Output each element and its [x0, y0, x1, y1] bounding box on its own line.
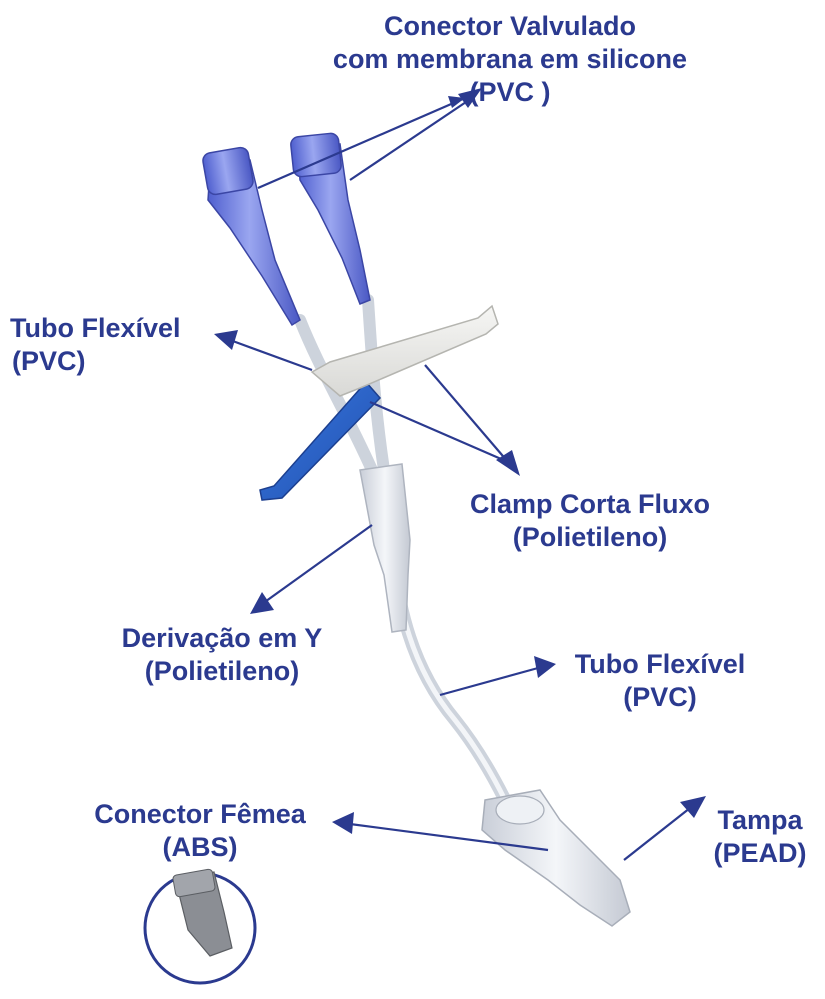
label-cap-line1: Tampa: [700, 804, 820, 837]
label-y-branch: Derivação em Y (Polietileno): [92, 622, 352, 688]
label-flow-clamp-line1: Clamp Corta Fluxo: [440, 488, 740, 521]
arrow-valved-left: [258, 98, 465, 188]
label-flexible-tube-bottom: Tubo Flexível (PVC): [550, 648, 770, 714]
arrow-clamp-blue: [370, 402, 508, 462]
arrow-y-branch: [262, 525, 372, 604]
label-flexible-tube-bottom-line1: Tubo Flexível: [550, 648, 770, 681]
arrow-clamp-white: [425, 365, 508, 462]
y-branch-connector: [360, 464, 410, 632]
label-flow-clamp: Clamp Corta Fluxo (Polietileno): [440, 488, 740, 554]
female-connector-with-cap: [482, 790, 630, 926]
label-flow-clamp-line2: (Polietileno): [440, 521, 740, 554]
valved-connector-right: [290, 133, 370, 304]
label-valved-connector-line3: (PVC ): [330, 76, 690, 109]
label-cap: Tampa (PEAD): [700, 804, 820, 870]
white-clamp: [312, 306, 498, 396]
label-female-connector-line1: Conector Fêmea: [70, 798, 330, 831]
arrow-tube-bottom: [440, 668, 538, 695]
label-valved-connector: Conector Valvulado com membrana em silic…: [330, 10, 690, 109]
label-valved-connector-line1: Conector Valvulado: [330, 10, 690, 43]
label-flexible-tube-top: Tubo Flexível (PVC): [10, 312, 210, 378]
arrow-cap: [624, 808, 690, 860]
upper-flexible-tube-right: [368, 300, 384, 470]
label-cap-line2: (PEAD): [700, 837, 820, 870]
label-female-connector-line2: (ABS): [70, 831, 330, 864]
label-flexible-tube-top-line1: Tubo Flexível: [10, 312, 210, 345]
arrow-tube-top: [230, 340, 312, 370]
label-y-branch-line1: Derivação em Y: [92, 622, 352, 655]
label-valved-connector-line2: com membrana em silicone: [330, 43, 690, 76]
label-female-connector: Conector Fêmea (ABS): [70, 798, 330, 864]
valved-connector-left: [202, 146, 300, 325]
label-flexible-tube-bottom-line2: (PVC): [550, 681, 770, 714]
label-y-branch-line2: (Polietileno): [92, 655, 352, 688]
label-flexible-tube-top-line2: (PVC): [10, 345, 210, 378]
inset-connector-circle: [145, 869, 255, 983]
